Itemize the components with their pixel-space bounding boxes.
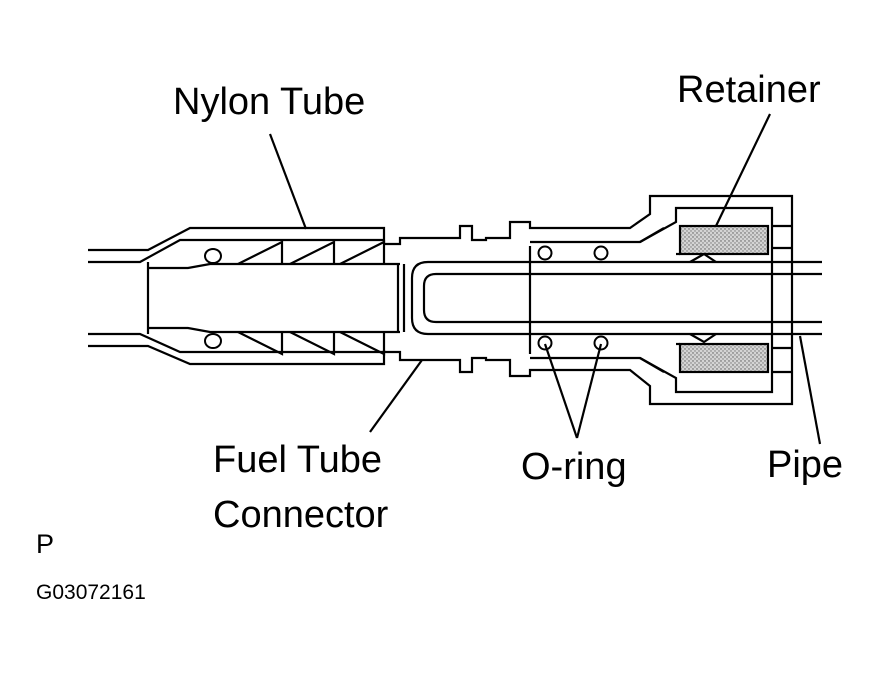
pipe-label: Pipe (767, 444, 844, 486)
o-rings (204, 245, 609, 351)
connector-barbs (237, 240, 386, 356)
leader-lines (268, 113, 822, 445)
o-ring-label: O-ring (521, 446, 627, 488)
retainer-label: Retainer (677, 69, 821, 111)
connector-outer-profile (384, 194, 794, 406)
fuel-tube-connector-label-line1: Fuel Tube (213, 439, 382, 481)
housing-cavity (528, 206, 792, 394)
fuel-tube-connector-label-line2: Connector (213, 494, 389, 536)
retainer-shape (676, 224, 770, 374)
view-marker: P (36, 529, 55, 559)
nylon-tube-label: Nylon Tube (173, 81, 366, 123)
nylon-tube-shape (88, 226, 386, 366)
figure-code: G03072161 (36, 581, 146, 604)
connector-inner-bore (146, 262, 400, 334)
pipe-shape (410, 252, 822, 344)
